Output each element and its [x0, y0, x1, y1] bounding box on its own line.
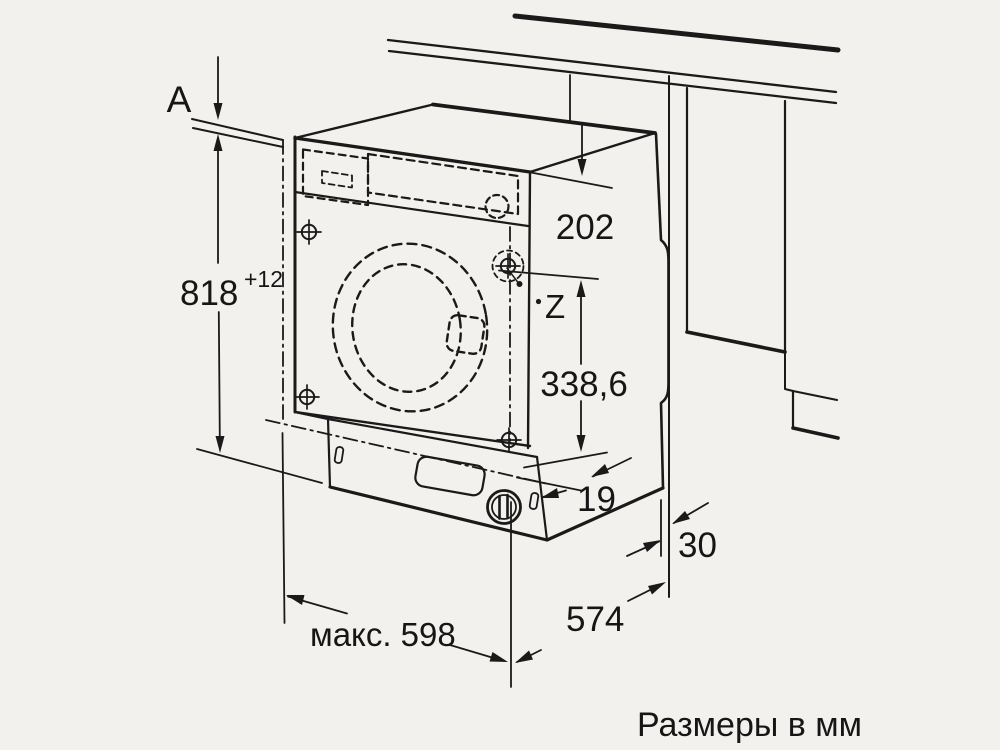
- cabinet-bottom-edge: [685, 330, 787, 354]
- fixing-hole-top-right: [491, 249, 525, 283]
- control-panel-bottom-line: [293, 190, 530, 228]
- dim-height-label: 818: [180, 274, 238, 313]
- plinth-right-edge: [535, 455, 549, 542]
- front-bottom-edge: [293, 410, 532, 448]
- worktop-back-edge: [512, 13, 841, 53]
- washing-machine-outline: [293, 102, 670, 542]
- pump-cap-grip: [498, 493, 509, 520]
- gap19-line-lower: [516, 476, 582, 492]
- side-bottom-edge: [545, 486, 665, 542]
- worktop-left-top-line: [191, 118, 284, 141]
- fixing-hole-top-left: [296, 219, 322, 245]
- door-inner-circle: [351, 263, 462, 393]
- top-edge-extension: [530, 171, 613, 189]
- service-flap: [414, 455, 486, 497]
- dim-reference-point-label: Z: [545, 288, 565, 325]
- dim-side-gap-label: 30: [678, 526, 717, 565]
- pump-cap-outer: [486, 489, 522, 525]
- door-handle-outline: [445, 314, 486, 355]
- arrow-338-down: [576, 435, 586, 452]
- program-knob-outline: [484, 193, 510, 220]
- plinth-left-edge: [326, 417, 332, 489]
- dim-hinge-offset-label: 338,6: [540, 365, 628, 404]
- side-rear-edge: [654, 132, 670, 490]
- reference-lines: [196, 171, 662, 688]
- arrow-598-left: [286, 595, 305, 605]
- arrow-818-up: [213, 134, 223, 151]
- arrow-19-upper: [591, 464, 609, 477]
- fixing-holes: [294, 219, 525, 453]
- width-left-extension: [281, 432, 286, 624]
- dim-depth-label: 574: [566, 600, 624, 639]
- worktop-front-edge-top: [386, 38, 838, 94]
- dimension-annotations: [213, 56, 709, 663]
- display-panel-outline: [366, 152, 520, 216]
- arrow-19-lower: [541, 488, 559, 498]
- plinth-slot-left: [333, 446, 345, 464]
- hinge-reference-circle: [491, 249, 525, 283]
- top-face-left-edge: [293, 103, 435, 140]
- worktop-left-bottom-line: [192, 127, 284, 148]
- plinth-top-edge: [326, 417, 539, 459]
- front-top-edge: [293, 136, 532, 174]
- arrow-202-down: [577, 159, 587, 176]
- pump-cap-inner: [491, 494, 517, 520]
- cabinet-plinth-top: [784, 351, 838, 401]
- arrow-30-left: [643, 540, 661, 552]
- door-outer-circle: [331, 242, 489, 413]
- z-leader: [506, 267, 519, 284]
- z-reference-line: [498, 269, 599, 280]
- detergent-drawer-outline: [301, 148, 370, 207]
- arrow-30-right: [672, 511, 690, 524]
- worktop-front-edge-bottom: [387, 49, 838, 105]
- front-right-edge: [526, 170, 532, 450]
- units-caption: Размеры в мм: [637, 706, 862, 744]
- dim-worktop-thickness-label: A: [167, 79, 192, 120]
- dim-height-tolerance-label: +12: [244, 266, 283, 292]
- arrow-a-down: [213, 103, 223, 120]
- dim-max-width-label: макс. 598: [310, 616, 456, 653]
- plinth-axis: [265, 419, 549, 485]
- fixing-hole-bottom-right: [496, 427, 522, 453]
- control-panel-details: [301, 148, 520, 220]
- plinth-slot-right: [528, 492, 540, 510]
- arrow-818-down: [215, 436, 225, 453]
- kitchen-cabinetry: [191, 13, 841, 598]
- arrow-598-right: [489, 652, 508, 662]
- drawer-handle-outline: [321, 170, 353, 189]
- plinth-details: [333, 446, 540, 525]
- dimension-labels: A 818 +12 202 Z 338,6 19 30 макс. 598 57…: [167, 79, 862, 744]
- top-face-right-edge: [528, 131, 657, 174]
- arrow-574-left: [515, 650, 533, 663]
- centerlines: [265, 139, 549, 485]
- dim-front-gap-label: 19: [577, 480, 616, 519]
- z-leader-dot: [516, 281, 523, 287]
- z-label-dot: [535, 298, 542, 305]
- cabinet-floor-line: [791, 426, 840, 440]
- door-details: [331, 242, 489, 413]
- arrow-574-right: [648, 582, 666, 595]
- gap19-line-upper: [523, 451, 608, 469]
- plinth-connector: [293, 410, 330, 421]
- arrow-338-up: [576, 280, 586, 297]
- height-bottom-extension: [196, 448, 323, 484]
- dim-top-offset-label: 202: [556, 208, 614, 247]
- top-face-rear-edge: [431, 102, 657, 135]
- fixing-hole-bottom-left: [294, 384, 320, 410]
